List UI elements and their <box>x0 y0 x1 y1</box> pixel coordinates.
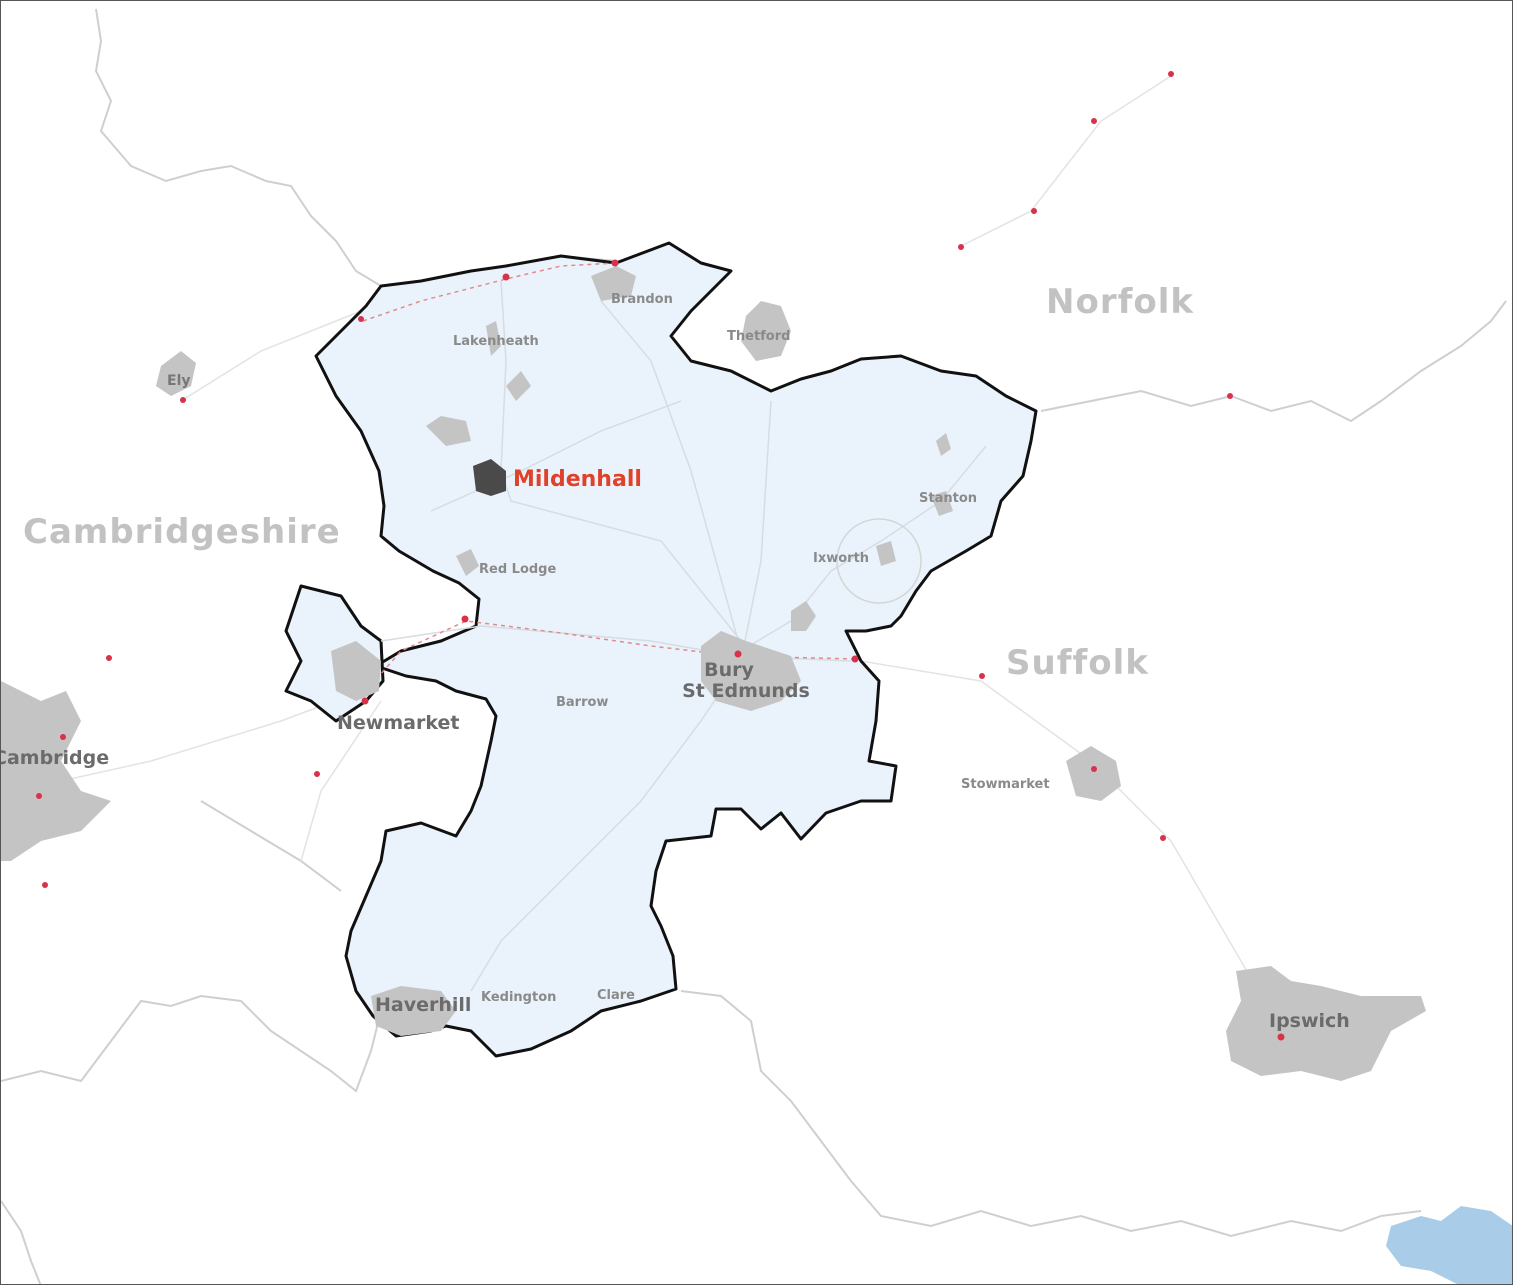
town-label-haverhill: Haverhill <box>375 994 471 1016</box>
county-label-suffolk: Suffolk <box>1006 643 1149 683</box>
town-label-ipswich: Ipswich <box>1269 1010 1350 1032</box>
town-label-thetford: Thetford <box>727 329 790 344</box>
estuary-water <box>1386 1206 1512 1284</box>
town-label-lakenheath: Lakenheath <box>453 334 539 349</box>
west-suffolk-district <box>284 241 1038 1058</box>
town-label-st-edmunds: St Edmunds <box>682 680 810 702</box>
mildenhall-urban-area <box>473 459 506 496</box>
town-label-newmarket: Newmarket <box>337 712 459 734</box>
town-label-bury: Bury <box>704 659 754 681</box>
town-label-ely: Ely <box>167 373 191 389</box>
town-label-clare: Clare <box>597 988 635 1003</box>
town-label-cambridge: Cambridge <box>1 747 109 769</box>
town-label-ixworth: Ixworth <box>813 551 869 566</box>
town-label-brandon: Brandon <box>611 292 673 307</box>
railway-lines <box>362 262 857 692</box>
station-markers <box>36 71 1285 1041</box>
urban-areas <box>1 266 1426 1081</box>
town-label-stowmarket: Stowmarket <box>961 777 1050 792</box>
town-label-barrow: Barrow <box>556 695 608 710</box>
ixworth-focus-ring <box>836 518 922 604</box>
county-label-cambridgeshire: Cambridgeshire <box>23 512 341 552</box>
town-label-kedington: Kedington <box>481 990 556 1005</box>
highlight-town-label: Mildenhall <box>513 467 642 492</box>
town-label-stanton: Stanton <box>919 491 977 506</box>
town-label-red-lodge: Red Lodge <box>479 562 556 577</box>
county-label-norfolk: Norfolk <box>1046 282 1194 322</box>
